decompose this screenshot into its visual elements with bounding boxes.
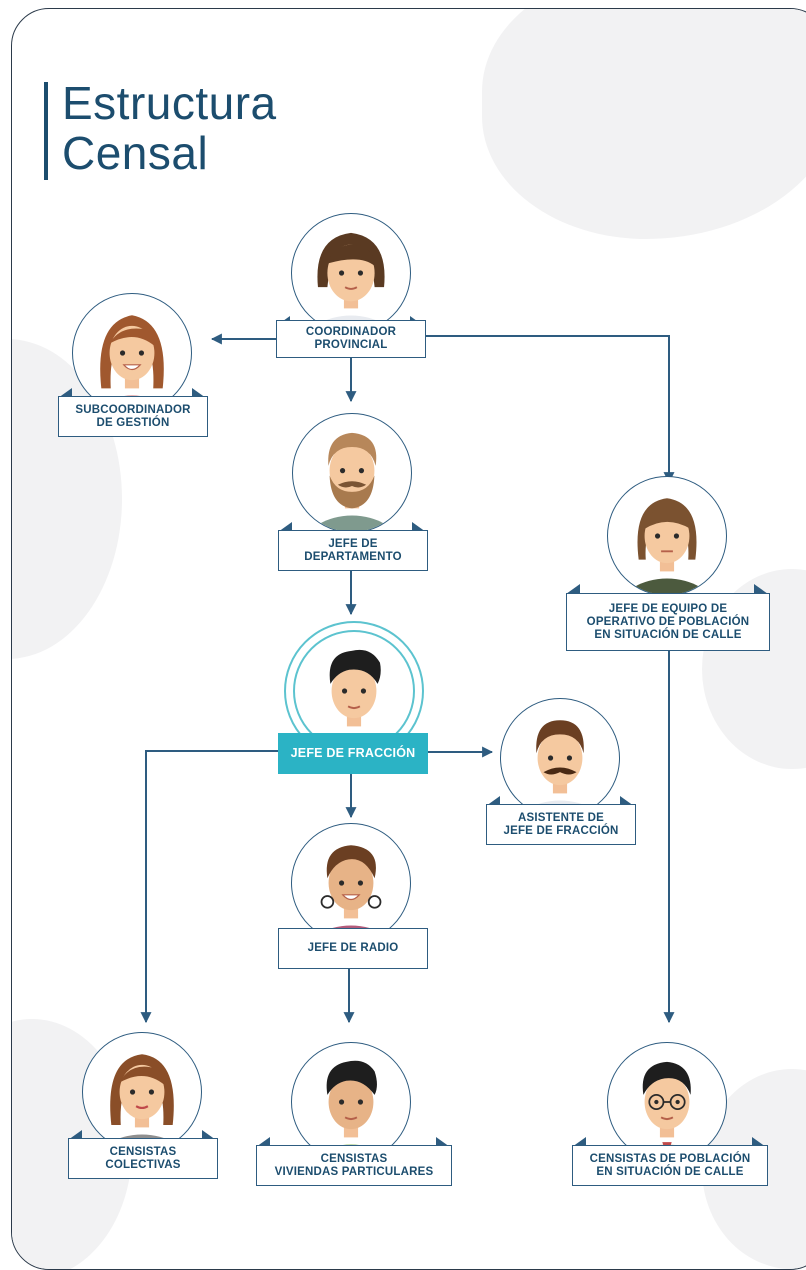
page-title: Estructura Censal	[62, 78, 277, 178]
man-mustache-avatar	[500, 698, 620, 818]
label-jefe-de-radio: JEFE DE RADIO	[278, 928, 428, 969]
background-shape-top-right	[482, 9, 806, 239]
label-departamento-line-2: DEPARTAMENTO	[304, 550, 402, 563]
label-subcoordinador: SUBCOORDINADOR DE GESTIÓN	[58, 396, 208, 437]
label-asistente-line-1: ASISTENTE DE	[517, 811, 605, 824]
label-coordinador-provincial: COORDINADOR PROVINCIAL	[276, 320, 426, 358]
label-viviendas-line-2: VIVIENDAS PARTICULARES	[274, 1165, 434, 1178]
label-subcoordinador-line-2: DE GESTIÓN	[96, 416, 170, 429]
label-equipo-line-3: EN SITUACIÓN DE CALLE	[594, 628, 742, 641]
man-long-hair-avatar	[607, 476, 727, 596]
bearded-man-avatar	[292, 413, 412, 533]
label-equipo-line-2: OPERATIVO DE POBLACIÓN	[586, 615, 750, 628]
label-colectivas-line-2: COLECTIVAS	[105, 1158, 181, 1171]
label-coordinador-line-1: COORDINADOR	[305, 326, 397, 338]
label-jefe-de-equipo: JEFE DE EQUIPO DE OPERATIVO DE POBLACIÓN…	[566, 593, 770, 651]
title-line-2: Censal	[62, 127, 209, 179]
title-accent-bar	[44, 82, 48, 180]
label-calle-line-2: EN SITUACIÓN DE CALLE	[596, 1165, 744, 1178]
label-calle-line-1: CENSISTAS DE POBLACIÓN	[589, 1152, 751, 1165]
label-censistas-calle: CENSISTAS DE POBLACIÓN EN SITUACIÓN DE C…	[572, 1145, 768, 1186]
connector-lines	[140, 333, 675, 1024]
label-fraccion-line-1: JEFE DE FRACCIÓN	[290, 746, 416, 760]
label-subcoordinador-line-1: SUBCOORDINADOR	[75, 403, 191, 416]
title-line-1: Estructura	[62, 77, 277, 129]
label-viviendas-line-1: CENSISTAS	[320, 1152, 388, 1165]
label-departamento-line-1: JEFE DE	[328, 537, 378, 550]
label-radio-line-1: JEFE DE RADIO	[307, 942, 399, 954]
label-asistente-line-2: JEFE DE FRACCIÓN	[503, 824, 619, 837]
label-asistente: ASISTENTE DE JEFE DE FRACCIÓN	[486, 804, 636, 845]
label-jefe-de-departamento: JEFE DE DEPARTAMENTO	[278, 530, 428, 571]
label-coordinador-line-2: PROVINCIAL	[314, 339, 388, 351]
woman-brown-hair-avatar	[82, 1032, 202, 1152]
label-colectivas-line-1: CENSISTAS	[109, 1145, 177, 1158]
woman-earrings-avatar	[291, 823, 411, 943]
label-equipo-line-1: JEFE DE EQUIPO DE	[608, 602, 728, 615]
young-man-avatar	[291, 1042, 411, 1162]
label-censistas-colectivas: CENSISTAS COLECTIVAS	[68, 1138, 218, 1179]
arrow-fraccion-to-colectivas	[140, 750, 278, 1024]
label-jefe-de-fraccion: JEFE DE FRACCIÓN	[278, 733, 428, 774]
label-censistas-viviendas: CENSISTAS VIVIENDAS PARTICULARES	[256, 1145, 452, 1186]
woman-smiling-avatar	[72, 293, 192, 413]
arrow-coordinador-to-jefe-equipo	[425, 335, 675, 484]
woman-short-hair-avatar	[291, 213, 411, 333]
